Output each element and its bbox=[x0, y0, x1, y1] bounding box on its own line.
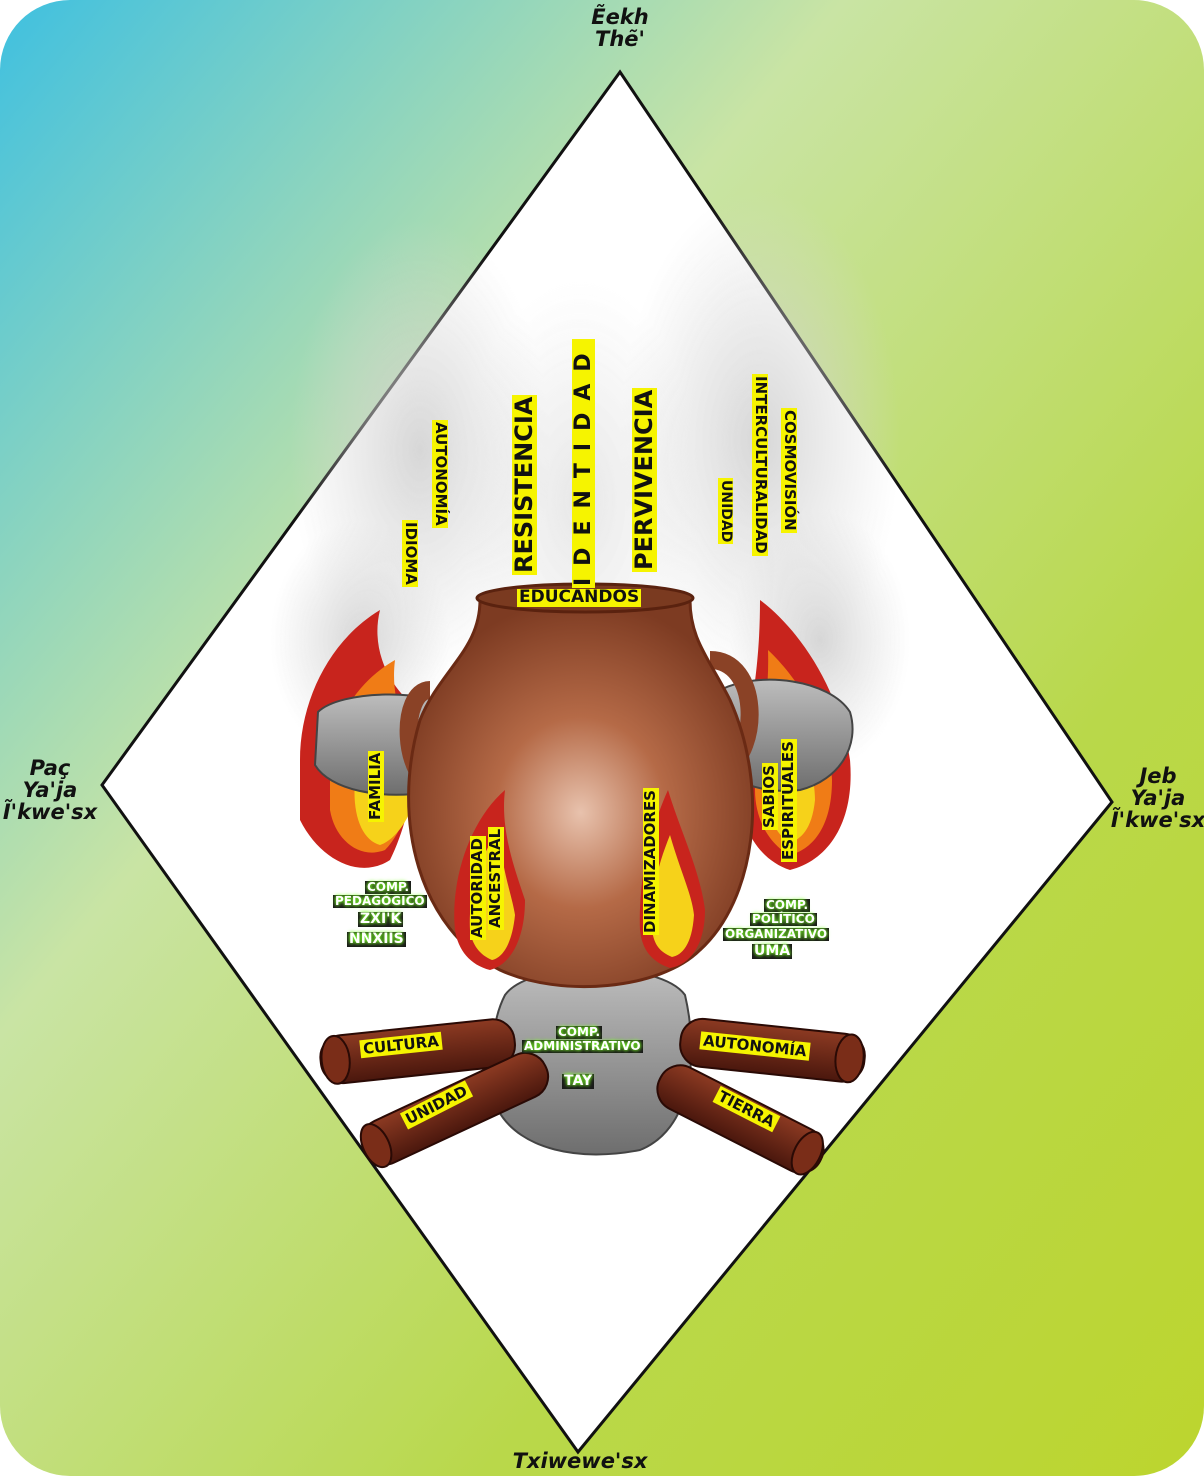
label-autoridad: AUTORIDAD bbox=[470, 836, 486, 940]
stone-administrativo-l1: COMP. bbox=[556, 1026, 602, 1039]
direction-right: Jeb Ya'ja Ĩ'kwe'sx bbox=[1111, 765, 1204, 831]
label-pervivencia: PERVIVENCIA bbox=[632, 388, 657, 572]
direction-right-line-3: Ĩ'kwe'sx bbox=[1111, 809, 1204, 831]
label-ancestral: ANCESTRAL bbox=[488, 827, 504, 930]
label-unidad-smoke: UNIDAD bbox=[718, 478, 733, 544]
label-sabios: SABIOS bbox=[762, 763, 778, 830]
direction-left: Paç Ya'ja Ĩ'kwe'sx bbox=[3, 757, 97, 823]
label-familia: FAMILIA bbox=[368, 751, 384, 822]
label-idioma: IDIOMA bbox=[402, 520, 418, 587]
stone-politico-l2: POLÍTICO bbox=[750, 913, 817, 926]
direction-top-line-1: Ẽekh bbox=[591, 6, 649, 28]
stone-administrativo-l2: ADMINISTRATIVO bbox=[522, 1040, 643, 1053]
label-espirituales: ESPIRITUALES bbox=[781, 739, 797, 862]
direction-left-line-1: Paç bbox=[3, 757, 97, 779]
label-dinamizadores: DINAMIZADORES bbox=[643, 788, 659, 935]
direction-right-line-1: Jeb bbox=[1111, 765, 1204, 787]
direction-right-line-2: Ya'ja bbox=[1111, 787, 1204, 809]
direction-bottom: Txiwewe'sx bbox=[513, 1450, 648, 1472]
label-educandos: EDUCANDOS bbox=[517, 589, 641, 607]
stone-administrativo-l3: TAY bbox=[562, 1074, 594, 1089]
stone-pedagogico-l1: COMP. bbox=[365, 881, 411, 894]
stone-pedagogico-l3: ZXI'K bbox=[358, 912, 403, 927]
stone-politico-l3: ORGANIZATIVO bbox=[723, 928, 829, 941]
stone-politico-l1: COMP. bbox=[764, 899, 810, 912]
stone-pedagogico-l4: NNXIIS bbox=[347, 932, 406, 947]
stone-pedagogico-l2: PEDAGÓGICO bbox=[333, 895, 427, 908]
direction-top: Ẽekh Thẽ' bbox=[591, 6, 649, 50]
label-resistencia: RESISTENCIA bbox=[512, 395, 537, 575]
direction-bottom-line-1: Txiwewe'sx bbox=[513, 1450, 648, 1472]
direction-left-line-3: Ĩ'kwe'sx bbox=[3, 801, 97, 823]
label-identidad: IDENTIDAD bbox=[572, 339, 595, 588]
stone-politico-l4: UMA bbox=[752, 944, 792, 959]
label-cosmovision: COSMOVISIÓN bbox=[781, 408, 797, 533]
direction-left-line-2: Ya'ja bbox=[3, 779, 97, 801]
direction-top-line-2: Thẽ' bbox=[591, 28, 649, 50]
label-autonomia-smoke: AUTONOMÍA bbox=[432, 420, 448, 528]
label-interculturalidad: INTERCULTURALIDAD bbox=[752, 374, 768, 556]
